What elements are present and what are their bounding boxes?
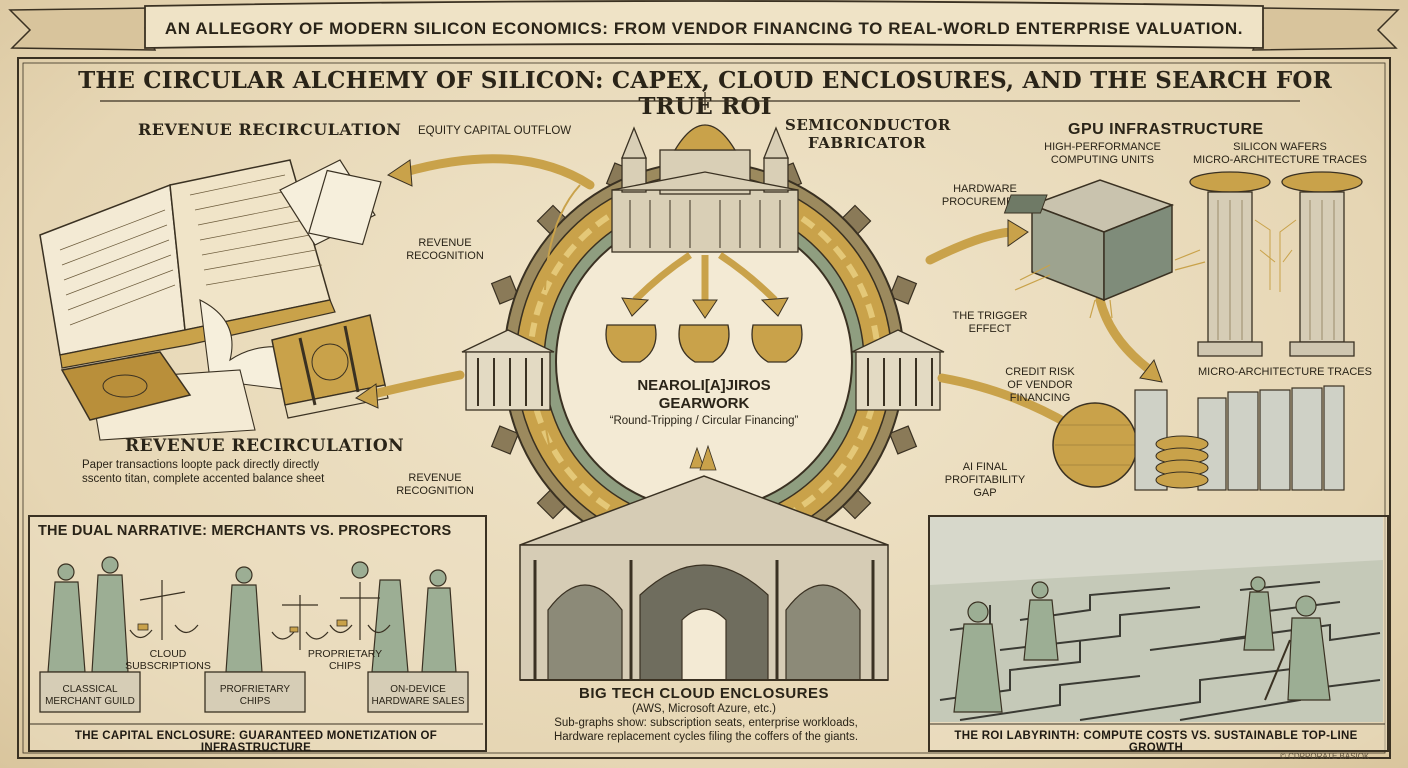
ai-gap-3: GAP xyxy=(973,487,997,499)
prop-top-2: CHIPS xyxy=(328,660,362,672)
gear-title-2: GEARWORK xyxy=(658,395,750,412)
ai-gap-2: PROFITABILITY xyxy=(944,474,1026,486)
rev-rec-bot-2: RECOGNITION xyxy=(396,485,474,497)
wafers-label-1: SILICON WAFERS xyxy=(1233,141,1327,153)
rev-rec-top-1: REVENUE xyxy=(418,237,472,249)
fabricator-label-2: FABRICATOR xyxy=(808,134,927,152)
rev-rec-bot-1: REVENUE xyxy=(408,472,462,484)
capital-enclosure-caption: THE CAPITAL ENCLOSURE: GUARANTEED MONETI… xyxy=(74,730,438,754)
equity-outflow-label: EQUITY CAPITAL OUTFLOW xyxy=(418,125,572,137)
trigger-1: THE TRIGGER xyxy=(952,310,1028,322)
gpu-heading: GPU INFRASTRUCTURE xyxy=(1068,121,1264,138)
cloud-subs-2: SUBSCRIPTIONS xyxy=(125,660,211,672)
credit-3: FINANCING xyxy=(1009,392,1071,404)
enclosure-sub: (AWS, Microsoft Azure, etc.) xyxy=(632,703,776,715)
gear-subtitle: “Round-Tripping / Circular Financing” xyxy=(609,415,799,427)
left-heading-top: REVENUE RECIRCULATION xyxy=(138,120,402,139)
traces-label: MICRO-ARCHITECTURE TRACES xyxy=(1198,366,1372,378)
hw-proc-1: HARDWARE xyxy=(953,183,1017,195)
enclosure-title: BIG TECH CLOUD ENCLOSURES xyxy=(578,685,829,702)
hpc-label-1: HIGH-PERFORMANCE xyxy=(1044,141,1161,153)
left-desc-line2: sscento titan, complete accented balance… xyxy=(82,473,325,485)
plinth1-2: MERCHANT GUILD xyxy=(45,696,135,707)
left-heading-bottom: REVENUE RECIRCULATION xyxy=(125,436,405,456)
plinth2-1: PROFRIETARY xyxy=(219,684,291,695)
hw-proc-2: PROCUREMENT xyxy=(941,196,1029,208)
gear-title-1: NEAROLI[A]JIROS xyxy=(637,377,771,394)
plinth1-1: CLASSICAL xyxy=(62,684,118,695)
footer-mark: © CDPPORATE BASIOK xyxy=(1280,752,1370,761)
plinth3-1: ON-DEVICE xyxy=(390,684,446,695)
enclosure-desc-2: Hardware replacement cycles filing the c… xyxy=(553,731,859,743)
credit-2: OF VENDOR xyxy=(1007,379,1073,391)
trigger-2: EFFECT xyxy=(968,323,1012,335)
enclosure-desc-1: Sub-graphs show: subscription seats, ent… xyxy=(554,717,858,729)
cloud-subs-1: CLOUD xyxy=(149,648,187,660)
rev-rec-top-2: RECOGNITION xyxy=(406,250,484,262)
credit-1: CREDIT RISK xyxy=(1005,366,1075,378)
roi-labyrinth-caption: THE ROI LABYRINTH: COMPUTE COSTS VS. SUS… xyxy=(954,730,1358,754)
prop-top-1: PROPRIETARY xyxy=(307,648,383,660)
wafers-label-2: MICRO-ARCHITECTURE TRACES xyxy=(1193,154,1367,166)
dual-narrative-title: THE DUAL NARRATIVE: MERCHANTS VS. PROSPE… xyxy=(38,523,452,539)
banner-subtitle: AN ALLEGORY OF MODERN SILICON ECONOMICS:… xyxy=(164,19,1244,38)
plinth2-2: CHIPS xyxy=(239,696,271,707)
fabricator-label-1: SEMICONDUCTOR xyxy=(785,116,951,134)
ribbon-banner xyxy=(8,0,1400,51)
plinth3-2: HARDWARE SALES xyxy=(371,696,465,707)
title-underline xyxy=(100,100,1300,102)
ai-gap-1: AI FINAL xyxy=(962,461,1008,473)
hpc-label-2: COMPUTING UNITS xyxy=(1050,154,1155,166)
left-desc-line1: Paper transactions loopte pack directly … xyxy=(82,459,320,471)
